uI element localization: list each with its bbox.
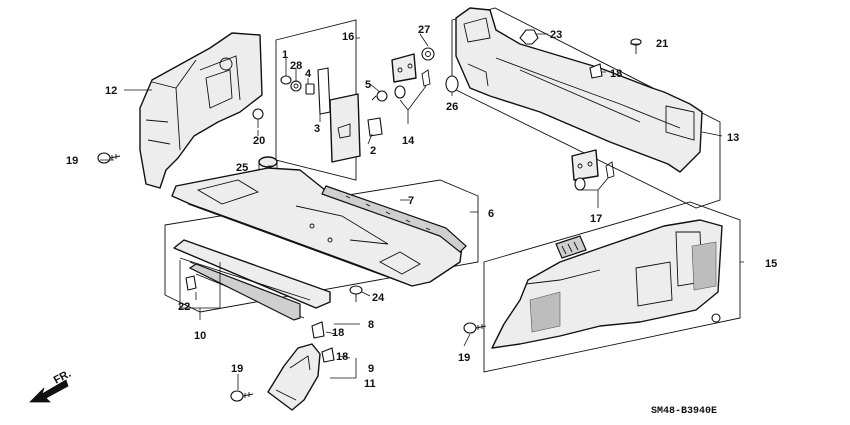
striker-3 xyxy=(317,67,331,115)
bolt-4 xyxy=(305,83,315,95)
rear-tray xyxy=(171,167,463,287)
vent-grille xyxy=(555,235,587,259)
group-outline-15 xyxy=(483,201,741,373)
callout-24: 24 xyxy=(372,292,385,304)
clip-23 xyxy=(519,29,539,45)
diagram-code: SM48-B3940E xyxy=(651,406,717,417)
tray-trim-strip xyxy=(321,185,467,253)
callout-22: 22 xyxy=(178,301,190,313)
latch-plate-detail xyxy=(337,123,351,139)
rear-panel-lining xyxy=(455,7,703,173)
callout-18-lower: 18 xyxy=(336,351,348,363)
callout-10: 10 xyxy=(194,330,206,342)
group-outline-6 xyxy=(164,179,479,313)
callout-8: 8 xyxy=(368,319,374,331)
callout-12: 12 xyxy=(105,85,117,97)
screw-21 xyxy=(630,38,642,54)
callout-14: 14 xyxy=(402,135,415,147)
felt-pad-left xyxy=(529,291,561,333)
front-direction-label: FR. xyxy=(52,368,73,387)
pillar-trim-detail xyxy=(275,355,311,401)
washer-28 xyxy=(290,80,302,92)
cap-26 xyxy=(445,75,459,93)
pillar-trim xyxy=(267,343,321,411)
callout-9: 9 xyxy=(368,363,374,375)
latch-plate xyxy=(329,93,361,163)
callout-28: 28 xyxy=(290,60,302,72)
front-direction-arrow-icon xyxy=(29,379,69,403)
grommet-27 xyxy=(421,47,435,61)
tray-hole-a xyxy=(309,223,315,229)
callout-19-middle: 19 xyxy=(458,352,470,364)
callout-15: 15 xyxy=(765,258,777,270)
callout-25: 25 xyxy=(236,162,248,174)
small-washer-1 xyxy=(280,75,292,85)
callout-16: 16 xyxy=(342,31,354,43)
clip-15 xyxy=(711,313,721,323)
callout-7: 7 xyxy=(408,195,414,207)
bracket-17 xyxy=(571,149,615,191)
callout-18-middle: 18 xyxy=(332,327,344,339)
callout-13: 13 xyxy=(727,132,739,144)
callout-18-upper: 18 xyxy=(610,68,622,80)
callout-19-lower: 19 xyxy=(231,363,243,375)
side-lining-left xyxy=(139,32,263,189)
group-outline-16 xyxy=(275,19,357,181)
side-lining-left-detail xyxy=(145,55,241,151)
screw-19-upper xyxy=(97,152,121,164)
clip-20 xyxy=(252,108,264,128)
callout-11: 11 xyxy=(364,378,376,390)
tray-trim-strip-dots xyxy=(345,195,431,231)
callout-2: 2 xyxy=(370,145,376,157)
rear-tray-detail xyxy=(187,179,421,287)
callout-20: 20 xyxy=(253,135,265,147)
callout-21: 21 xyxy=(656,38,668,50)
callout-23: 23 xyxy=(550,29,562,41)
callout-17: 17 xyxy=(590,213,602,225)
leader-lines xyxy=(100,33,744,390)
clip-18-middle xyxy=(311,321,325,339)
callout-19-upper: 19 xyxy=(66,155,78,167)
bracket-14 xyxy=(391,53,431,99)
tray-hole-b xyxy=(327,237,333,243)
side-lining-left-hole xyxy=(219,57,233,71)
callout-27: 27 xyxy=(418,24,430,36)
clip-18-upper xyxy=(589,63,603,79)
screw-19-lower xyxy=(230,390,254,402)
callout-4: 4 xyxy=(305,68,312,80)
felt-pad-right xyxy=(691,241,717,291)
callout-3: 3 xyxy=(314,123,320,135)
clip-2 xyxy=(367,117,383,137)
callout-5: 5 xyxy=(365,79,371,91)
callout-26: 26 xyxy=(446,101,458,113)
callout-6: 6 xyxy=(488,208,494,220)
callout-1: 1 xyxy=(282,49,288,61)
rear-panel-lining-detail xyxy=(463,17,695,141)
screw-19-middle xyxy=(463,322,487,334)
clip-18-lower xyxy=(321,347,335,363)
rail-10-lower xyxy=(188,263,301,321)
bolt-24 xyxy=(349,285,363,302)
clip-22 xyxy=(185,275,197,291)
rail-10 xyxy=(173,239,331,309)
bolt-5 xyxy=(371,90,388,102)
